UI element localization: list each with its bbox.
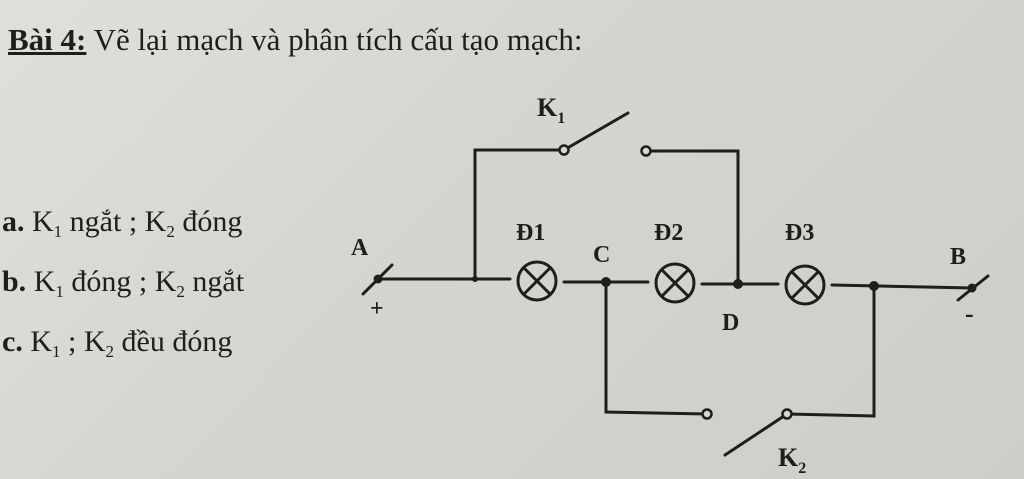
label-b: B (950, 244, 966, 270)
label-switch-k1: K1 (537, 93, 565, 127)
switch-k1-contact (640, 145, 652, 157)
exercise-number: Bài 4: (8, 22, 87, 57)
label-lamp-d3: Đ3 (785, 220, 814, 246)
wire-k1-right (644, 149, 740, 286)
switch-k2-contact (701, 408, 713, 420)
exercise-instruction: Vẽ lại mạch và phân tích cấu tạo mạch: (93, 22, 583, 57)
exercise-heading: Bài 4: Vẽ lại mạch và phân tích cấu tạo … (8, 22, 582, 58)
option-c: c. K1 ; K2 đều đóng (2, 325, 233, 361)
switch-k1-blade (562, 111, 630, 152)
label-lamp-d2: Đ2 (654, 220, 683, 246)
option-letter: c. (2, 325, 23, 358)
wire-k1-left (473, 148, 566, 281)
junction-k2 (869, 281, 879, 291)
option-a: a. K1 ngắt ; K2 đóng (2, 205, 243, 241)
switch-k2-blade (723, 412, 789, 457)
label-a: A (351, 235, 369, 261)
lamp-d2 (654, 262, 696, 304)
wire-k2-right (785, 284, 876, 418)
junction-k1 (472, 276, 478, 282)
label-d: D (722, 310, 739, 336)
label-switch-k2: K2 (778, 443, 806, 477)
label-lamp-d1: Đ1 (516, 220, 545, 246)
terminal-b (967, 283, 977, 293)
wire-k2-left (604, 280, 709, 416)
switch-k2-pivot (781, 408, 793, 420)
lamp-d3 (784, 264, 826, 306)
label-minus: - (965, 299, 974, 328)
terminal-a (373, 274, 383, 284)
switch-k1-pivot (558, 144, 570, 156)
option-letter: b. (2, 265, 27, 298)
junction-d (733, 279, 743, 289)
option-letter: a. (2, 205, 25, 238)
lamp-d1 (516, 260, 558, 302)
wire-d3-b (830, 283, 974, 290)
label-c: C (593, 242, 610, 268)
junction-c (601, 277, 611, 287)
option-b: b. K1 đóng ; K2 ngắt (2, 265, 245, 301)
label-plus: + (370, 296, 384, 322)
